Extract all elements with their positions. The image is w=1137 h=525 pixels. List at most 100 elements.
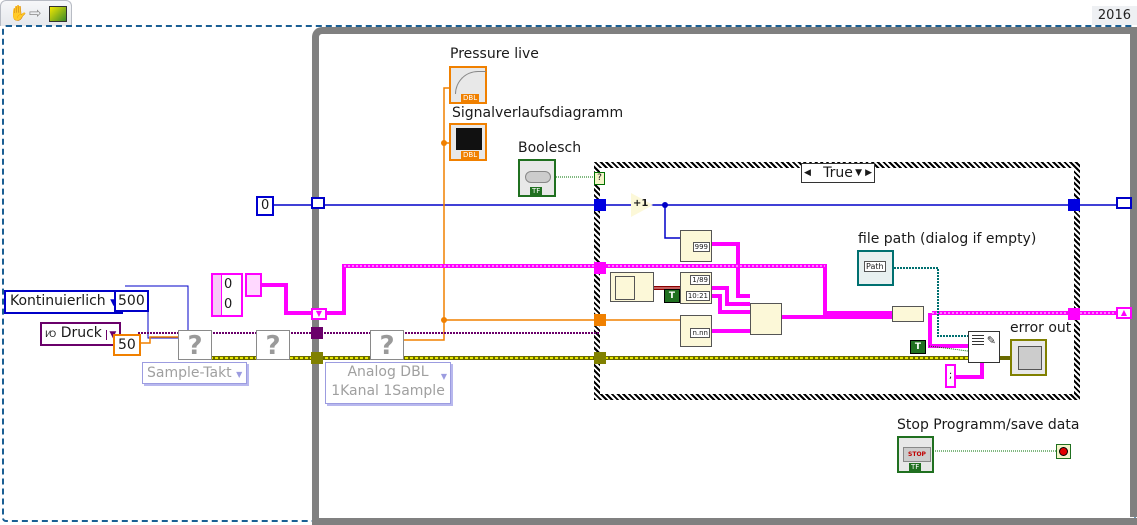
delimiter-constant[interactable]: ; <box>945 364 956 388</box>
shift-register-right-iteration <box>1116 197 1132 209</box>
date-display: 1/89 <box>690 275 710 285</box>
samples-constant[interactable]: 50 <box>113 334 141 356</box>
case-out-array <box>1068 308 1080 320</box>
rate-constant[interactable]: 500 <box>114 290 149 312</box>
array-index-icon[interactable] <box>213 275 222 315</box>
chart-icon <box>456 128 482 150</box>
string-array-constant[interactable]: 0 0 <box>211 273 243 317</box>
dbl-tag: DBL <box>461 94 480 102</box>
tf-tag: TF <box>909 463 922 471</box>
true-constant[interactable]: T <box>664 289 680 303</box>
increment-node[interactable] <box>631 193 653 217</box>
case-selector-value: True <box>823 165 853 181</box>
wire-rate <box>145 299 178 339</box>
shift-register-left-iteration <box>311 197 325 209</box>
wire-pressure <box>404 87 450 341</box>
io-icon: I⁄O <box>45 330 57 340</box>
number-to-string-node[interactable]: 999 <box>680 230 712 262</box>
float-display: n.nn <box>690 328 710 338</box>
empty-string-constant[interactable] <box>245 273 262 297</box>
format-display: 999 <box>692 242 710 252</box>
analog-read-line2: 1Kanal 1Sample <box>331 383 445 399</box>
chevron-down-icon: ▼ <box>440 372 447 381</box>
dbl-tag: DBL <box>461 151 480 159</box>
chevron-down-icon: ▼ <box>110 298 117 308</box>
increment-label: +1 <box>633 198 649 209</box>
chevron-down-icon: ▼ <box>106 330 117 340</box>
array-element[interactable]: 0 <box>224 297 233 312</box>
shift-register-left-array: ▼ <box>311 308 327 320</box>
increment-case-icon[interactable]: ▶ <box>865 168 872 178</box>
chevron-down-icon: ▼ <box>236 370 243 379</box>
arrow-right-icon[interactable]: ⇨ <box>29 4 42 22</box>
case-tunnel-error <box>594 352 606 364</box>
build-array-node-2[interactable] <box>892 306 924 322</box>
clock-icon <box>615 276 635 300</box>
waveform-chart-indicator[interactable]: DBL <box>449 123 487 161</box>
case-selector-terminal: ? <box>594 172 605 185</box>
toolbar: ✋ ⇨ <box>0 0 72 26</box>
wire-junction <box>662 202 668 208</box>
channel-constant[interactable]: I⁄O Druck ▼ <box>40 322 122 346</box>
shift-register-right-array: ▲ <box>1116 307 1132 319</box>
sample-timing-ring[interactable]: Sample-Takt ▼ <box>142 362 248 384</box>
case-tunnel-data <box>594 314 606 326</box>
build-array-node-4[interactable] <box>750 303 782 335</box>
case-out-iteration <box>1068 199 1080 211</box>
loop-condition-terminal[interactable] <box>1056 444 1071 459</box>
boolean-control[interactable]: TF <box>518 159 556 197</box>
pencil-icon: ✎ <box>986 334 996 347</box>
pressure-gauge-indicator[interactable]: DBL <box>449 66 487 104</box>
error-out-indicator[interactable] <box>1010 339 1047 376</box>
hand-icon[interactable]: ✋ <box>9 4 28 22</box>
array-element[interactable]: 0 <box>224 277 233 292</box>
error-out-label: error out <box>1010 320 1072 336</box>
time-display: 10:21 <box>685 291 710 301</box>
transpose-true-constant[interactable]: T <box>910 340 926 354</box>
path-text: Path <box>864 261 886 272</box>
format-date-time-node[interactable]: 1/89 10:21 <box>680 272 712 304</box>
vi-icon[interactable] <box>49 6 67 22</box>
channel-value: Druck <box>60 325 102 341</box>
spreadsheet-icon <box>972 335 984 347</box>
file-path-label: file path (dialog if empty) <box>858 231 1037 247</box>
case-tunnel-array <box>594 262 606 274</box>
wire-samples <box>137 336 178 344</box>
stop-icon <box>1059 447 1068 456</box>
sample-timing-value: Sample-Takt <box>147 365 232 381</box>
waveform-chart-label: Signalverlaufsdiagramm <box>452 105 624 121</box>
gauge-icon <box>455 71 486 94</box>
pressure-live-label: Pressure live <box>450 46 539 62</box>
wire-array-init <box>262 283 312 315</box>
while-loop-right-edge <box>1130 27 1137 517</box>
case-tunnel-iteration <box>594 199 606 211</box>
sample-mode-ring[interactable]: Kontinuierlich ▼ <box>4 290 124 314</box>
stop-button-control[interactable]: STOP TF <box>897 436 934 473</box>
daqmx-start-vi[interactable]: ? <box>256 330 290 361</box>
sample-mode-value: Kontinuierlich <box>10 293 106 309</box>
case-selector[interactable]: ◀ True ▼ ▶ <box>801 163 875 183</box>
decrement-case-icon[interactable]: ◀ <box>804 168 811 178</box>
led-icon <box>525 171 551 183</box>
wire-path <box>894 267 968 337</box>
chevron-down-icon[interactable]: ▼ <box>855 168 862 178</box>
wire-count <box>664 205 682 239</box>
write-spreadsheet-file-node[interactable]: ✎ <box>968 331 1000 363</box>
task-tunnel <box>311 327 323 339</box>
tf-tag: TF <box>530 187 543 195</box>
version-tab: 2016 <box>1091 6 1137 25</box>
error-cluster-icon <box>1018 346 1042 370</box>
analog-read-ring[interactable]: Analog DBL 1Kanal 1Sample ▼ <box>325 362 451 404</box>
get-date-time-node[interactable] <box>610 272 654 302</box>
boolean-label: Boolesch <box>518 140 582 156</box>
stop-label: Stop Programm/save data <box>897 417 1080 433</box>
analog-read-line1: Analog DBL <box>347 364 429 380</box>
error-tunnel <box>311 352 323 364</box>
file-path-control[interactable]: Path <box>857 250 894 286</box>
daqmx-read-vi[interactable]: ? <box>370 330 404 361</box>
stop-button-face: STOP <box>903 447 931 462</box>
iteration-init-constant[interactable]: 0 <box>256 196 275 216</box>
number-to-fractional-string-node[interactable]: n.nn <box>680 315 712 347</box>
daqmx-timing-vi[interactable]: ? <box>178 330 212 361</box>
